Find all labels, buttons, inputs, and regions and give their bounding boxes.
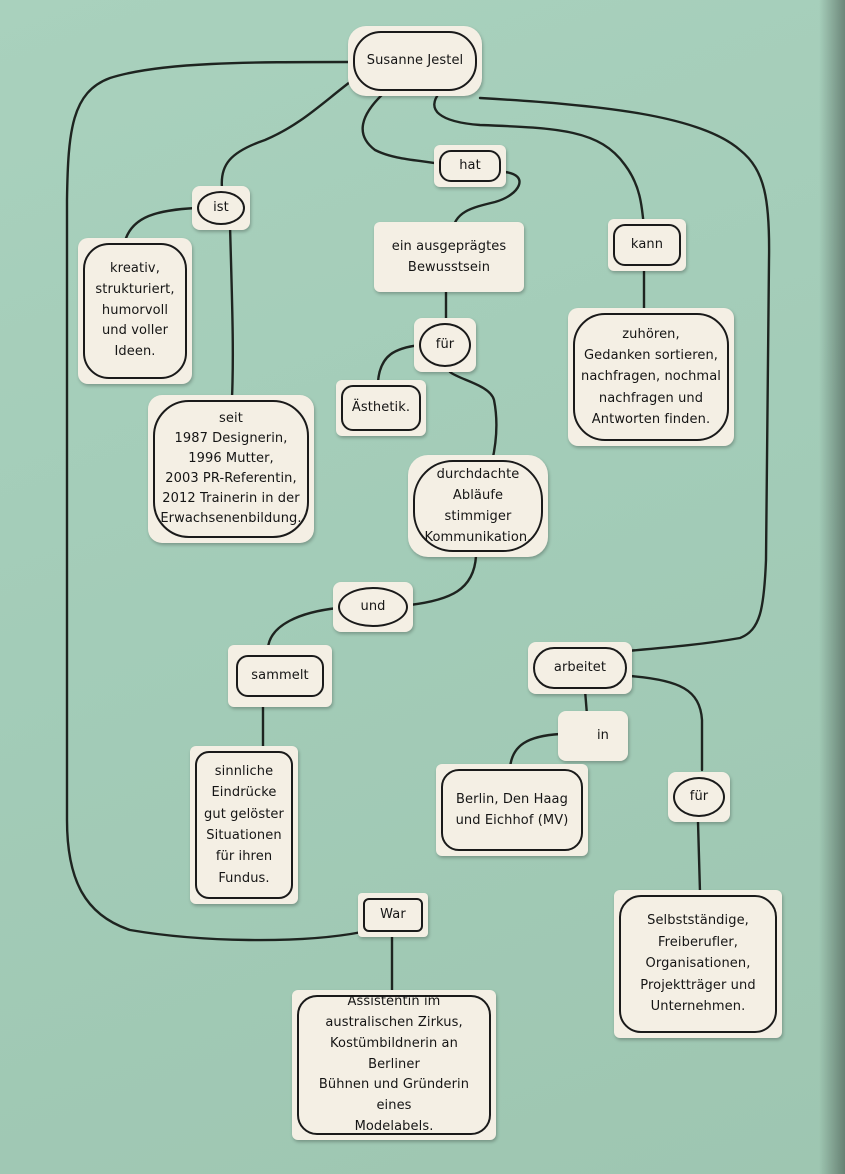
link-in-orte: [508, 732, 562, 770]
node-kreativ-label: kreativ, strukturiert, humorvoll und vol…: [95, 261, 175, 360]
link-name-arbeitet: [478, 96, 771, 654]
link-ist-kreativ: [122, 206, 198, 247]
node-assistentin-outline: Assistentin im australischen Zirkus, Kos…: [297, 994, 491, 1135]
link-name-ist: [220, 80, 352, 190]
node-kunden-outline: Selbstständige, Freiberufler, Organisati…: [619, 895, 777, 1033]
node-kann-label: kann: [630, 237, 664, 253]
node-seit-label: seit 1987 Designerin, 1996 Mutter, 2003 …: [160, 410, 302, 527]
node-hat-outline: hat: [439, 150, 501, 182]
node-bewusstsein-outline: ein ausgeprägtes Bewusstsein: [379, 227, 519, 287]
node-und-outline: und: [338, 587, 408, 627]
link-arbeitet-fuer: [628, 674, 704, 772]
node-hat-label: hat: [459, 158, 481, 174]
node-aesthetik-label: Ästhetik.: [351, 400, 411, 416]
node-fuer-1-label: für: [435, 337, 455, 353]
node-in-label: in: [596, 728, 610, 744]
node-fuer-2-label: für: [689, 789, 709, 805]
link-fuer-kunden: [696, 820, 702, 894]
link-und-sammelt: [266, 606, 340, 650]
node-und: und: [333, 582, 413, 632]
node-fuer-1: für: [414, 318, 476, 372]
node-sinnliche-label: sinnliche Eindrücke gut gelöster Situati…: [204, 763, 284, 886]
node-kunden-label: Selbstständige, Freiberufler, Organisati…: [640, 913, 756, 1015]
link-ist-seit: [228, 223, 235, 400]
node-sammelt-outline: sammelt: [236, 655, 324, 697]
node-war-label: War: [380, 907, 406, 923]
node-sinnliche-outline: sinnliche Eindrücke gut gelöster Situati…: [195, 751, 293, 899]
node-orte-outline: Berlin, Den Haag und Eichhof (MV): [441, 769, 583, 851]
node-kunden: Selbstständige, Freiberufler, Organisati…: [614, 890, 782, 1038]
node-bewusstsein-label: ein ausgeprägtes Bewusstsein: [391, 238, 507, 275]
node-sammelt: sammelt: [228, 645, 332, 707]
node-fuer-2-outline: für: [673, 777, 725, 817]
link-arbeitet-in: [583, 688, 589, 717]
node-in: in: [558, 711, 628, 761]
node-assistentin-label: Assistentin im australischen Zirkus, Kos…: [318, 994, 470, 1134]
node-ablaeufe-outline: durchdachte Abläufe stimmiger Kommunikat…: [413, 460, 543, 552]
link-name-war: [65, 60, 364, 942]
node-susanne-jestel-label: Susanne Jestel: [366, 53, 464, 69]
link-fuer-aesthetik: [376, 343, 422, 384]
node-kreativ: kreativ, strukturiert, humorvoll und vol…: [78, 238, 192, 384]
node-susanne-jestel-outline: Susanne Jestel: [353, 31, 477, 91]
node-seit-outline: seit 1987 Designerin, 1996 Mutter, 2003 …: [153, 400, 309, 538]
link-name-hat: [361, 90, 442, 166]
node-hat: hat: [434, 145, 506, 187]
link-ablaeufe-und: [408, 554, 478, 607]
node-war-outline: War: [363, 898, 423, 932]
node-arbeitet-label: arbeitet: [553, 660, 607, 676]
link-hat-bewusstsein: [450, 170, 521, 234]
node-seit: seit 1987 Designerin, 1996 Mutter, 2003 …: [148, 395, 314, 543]
node-orte-label: Berlin, Den Haag und Eichhof (MV): [455, 791, 569, 828]
link-fuer-ablaeufe: [448, 370, 498, 464]
node-arbeitet-outline: arbeitet: [533, 647, 627, 689]
node-bewusstsein: ein ausgeprägtes Bewusstsein: [374, 222, 524, 292]
node-zuhoeren-outline: zuhören, Gedanken sortieren, nachfragen,…: [573, 313, 729, 441]
node-aesthetik-outline: Ästhetik.: [341, 385, 421, 431]
node-kann-outline: kann: [613, 224, 681, 266]
node-ist: ist: [192, 186, 250, 230]
node-und-label: und: [360, 599, 386, 615]
node-fuer-1-outline: für: [419, 323, 471, 367]
link-name-kann: [433, 90, 646, 230]
node-kann: kann: [608, 219, 686, 271]
node-orte: Berlin, Den Haag und Eichhof (MV): [436, 764, 588, 856]
node-ablaeufe-label: durchdachte Abläufe stimmiger Kommunikat…: [424, 466, 532, 546]
node-sammelt-label: sammelt: [251, 668, 309, 684]
node-assistentin: Assistentin im australischen Zirkus, Kos…: [292, 990, 496, 1140]
node-zuhoeren: zuhören, Gedanken sortieren, nachfragen,…: [568, 308, 734, 446]
node-fuer-2: für: [668, 772, 730, 822]
node-ist-label: ist: [213, 200, 229, 216]
node-ist-outline: ist: [197, 191, 245, 225]
node-kreativ-outline: kreativ, strukturiert, humorvoll und vol…: [83, 243, 187, 379]
node-susanne-jestel: Susanne Jestel: [348, 26, 482, 96]
node-arbeitet: arbeitet: [528, 642, 632, 694]
node-sinnliche: sinnliche Eindrücke gut gelöster Situati…: [190, 746, 298, 904]
node-zuhoeren-label: zuhören, Gedanken sortieren, nachfragen,…: [581, 327, 721, 427]
node-aesthetik: Ästhetik.: [336, 380, 426, 436]
node-in-outline: in: [563, 716, 623, 756]
node-ablaeufe: durchdachte Abläufe stimmiger Kommunikat…: [408, 455, 548, 557]
node-war: War: [358, 893, 428, 937]
